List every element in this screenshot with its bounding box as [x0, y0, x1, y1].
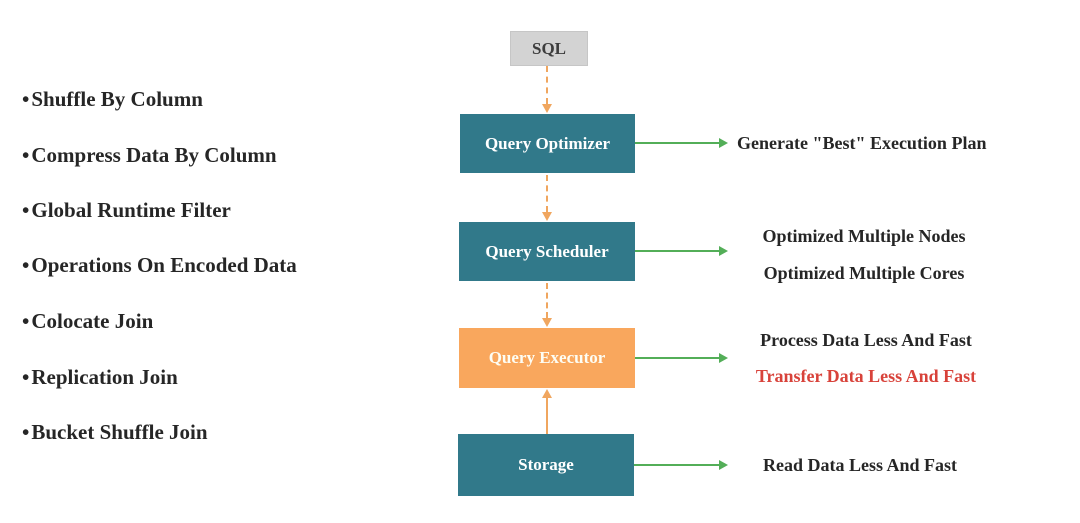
feature-item: •Operations On Encoded Data: [22, 253, 297, 277]
feature-label: Compress Data By Column: [31, 143, 277, 167]
query-scheduler-box: Query Scheduler: [459, 222, 635, 281]
scheduler-annotation-line2: Optimized Multiple Cores: [763, 263, 965, 283]
arrow-executor-annotation: [635, 357, 719, 359]
feature-label: Operations On Encoded Data: [31, 253, 297, 277]
feature-item: •Replication Join: [22, 365, 178, 389]
feature-label: Colocate Join: [31, 309, 154, 333]
connector-storage-to-executor: [546, 398, 548, 434]
feature-label: Bucket Shuffle Join: [31, 420, 208, 444]
feature-item: •Colocate Join: [22, 309, 153, 333]
bullet-icon: •: [22, 143, 30, 167]
connector-optimizer-to-scheduler: [546, 175, 548, 212]
query-executor-box: Query Executor: [459, 328, 635, 388]
executor-annotation-line2: Transfer Data Less And Fast: [755, 366, 977, 386]
arrow-optimizer-annotation: [635, 142, 719, 144]
arrowhead-right-icon: [719, 353, 728, 363]
sql-box: SQL: [510, 31, 588, 66]
feature-item: •Compress Data By Column: [22, 143, 277, 167]
bullet-icon: •: [22, 309, 30, 333]
arrow-scheduler-annotation: [635, 250, 719, 252]
arrowhead-down-icon: [542, 212, 552, 221]
arrowhead-down-icon: [542, 104, 552, 113]
scheduler-annotation-line1: Optimized Multiple Nodes: [762, 226, 966, 246]
feature-label: Replication Join: [31, 365, 178, 389]
arrowhead-right-icon: [719, 246, 728, 256]
bullet-icon: •: [22, 420, 30, 444]
connector-sql-to-optimizer: [546, 66, 548, 104]
bullet-icon: •: [22, 253, 30, 277]
arrowhead-right-icon: [719, 460, 728, 470]
feature-item: •Global Runtime Filter: [22, 198, 231, 222]
storage-box: Storage: [458, 434, 634, 496]
storage-annotation: Read Data Less And Fast: [763, 455, 958, 475]
query-optimizer-box: Query Optimizer: [460, 114, 635, 173]
feature-label: Shuffle By Column: [31, 87, 203, 111]
arrowhead-down-icon: [542, 318, 552, 327]
executor-annotation-line1: Process Data Less And Fast: [760, 330, 972, 350]
arrowhead-right-icon: [719, 138, 728, 148]
optimizer-annotation: Generate "Best" Execution Plan: [737, 133, 987, 153]
arrowhead-up-icon: [542, 389, 552, 398]
connector-scheduler-to-executor: [546, 283, 548, 318]
bullet-icon: •: [22, 365, 30, 389]
bullet-icon: •: [22, 87, 30, 111]
feature-item: •Bucket Shuffle Join: [22, 420, 208, 444]
bullet-icon: •: [22, 198, 30, 222]
arrow-storage-annotation: [634, 464, 719, 466]
feature-label: Global Runtime Filter: [31, 198, 231, 222]
feature-item: •Shuffle By Column: [22, 87, 203, 111]
